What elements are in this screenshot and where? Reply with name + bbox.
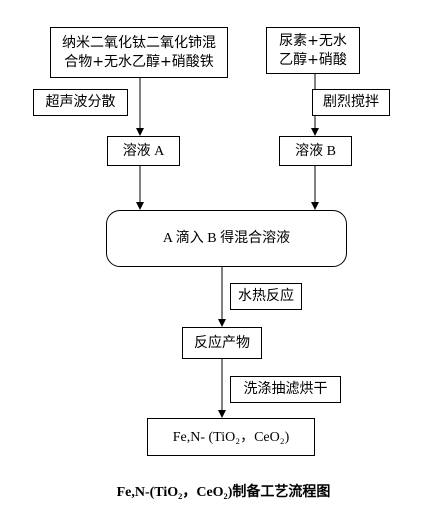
raw-materials-b-line1: 尿素+无水 — [279, 32, 347, 49]
raw-materials-a-line1: 纳米二氧化钛二氧化铈混 — [62, 34, 216, 51]
raw-materials-b-line2: 乙醇+硝酸 — [279, 51, 347, 68]
vigorous-stirring-label: 剧烈搅拌 — [312, 89, 390, 116]
mixed-solution-box: A 滴入 B 得混合溶液 — [106, 210, 347, 267]
solution-a-box: 溶液 A — [107, 136, 180, 166]
final-product-box: Fe,N- (TiO₂，CeO₂) — [147, 418, 315, 456]
diagram-caption: Fe,N-(TiO₂，CeO₂)制备工艺流程图 — [116, 485, 331, 500]
ultrasonic-dispersion-label: 超声波分散 — [33, 89, 128, 116]
solution-b-box: 溶液 B — [279, 136, 352, 166]
raw-materials-a-box: 纳米二氧化钛二氧化铈混 合物+无水乙醇+硝酸铁 — [50, 27, 228, 78]
hydrothermal-reaction-label: 水热反应 — [230, 283, 302, 310]
raw-materials-b-box: 尿素+无水 乙醇+硝酸 — [266, 27, 360, 74]
raw-materials-a-line2: 合物+无水乙醇+硝酸铁 — [64, 53, 214, 70]
wash-filter-dry-label: 洗涤抽滤烘干 — [230, 376, 341, 403]
reaction-product-box: 反应产物 — [182, 327, 262, 359]
